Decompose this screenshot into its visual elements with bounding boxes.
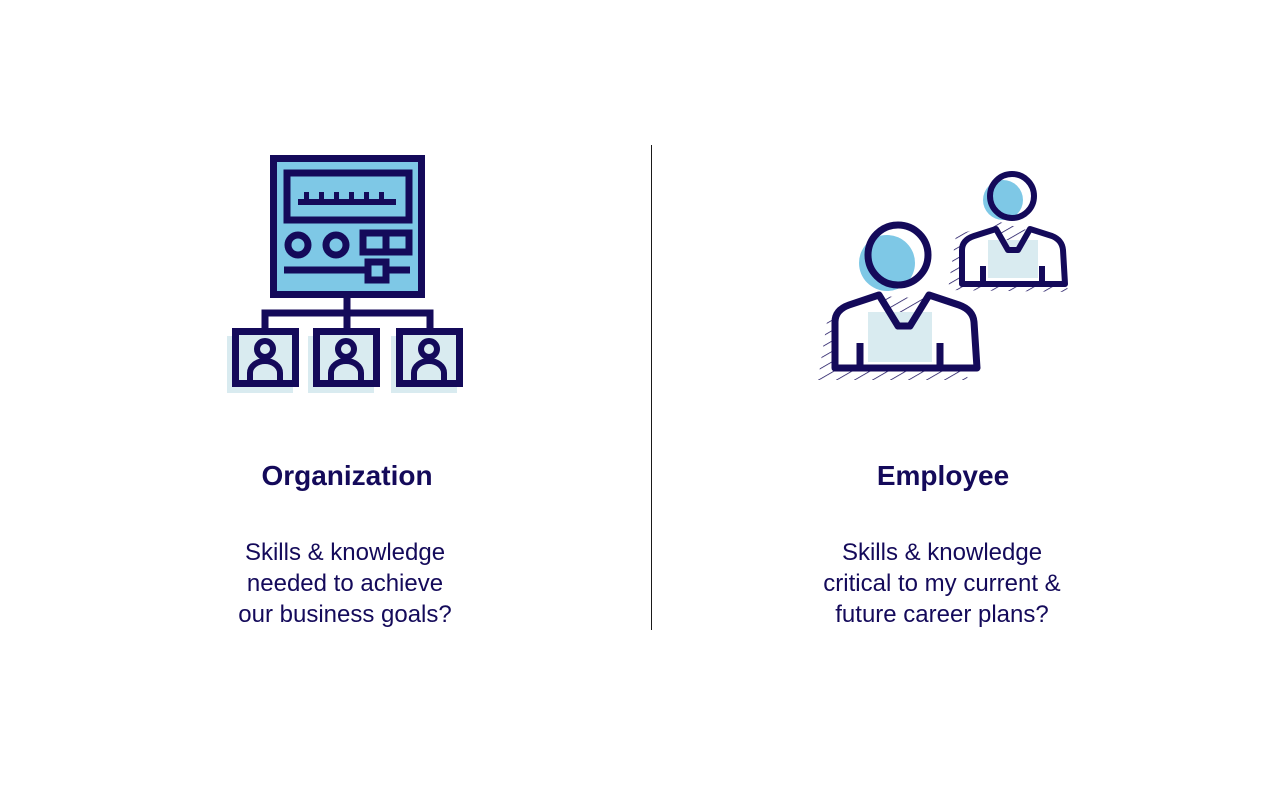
description-line: future career plans?	[835, 601, 1049, 628]
description-line: our business goals?	[238, 601, 452, 628]
description-line: Skills & knowledge	[841, 539, 1043, 566]
description-line: needed to achieve	[246, 570, 444, 597]
organization-title: Organization	[261, 460, 433, 491]
organization-description: Skills & knowledge needed to achieve our…	[145, 537, 545, 630]
column-divider	[651, 145, 652, 630]
description-line: Skills & knowledge	[244, 539, 446, 566]
org-chart-dashboard-icon	[227, 155, 480, 400]
employee-description: Skills & knowledge critical to my curren…	[742, 537, 1142, 630]
employees-icon	[818, 171, 1068, 380]
description-line: critical to my current &	[823, 570, 1061, 597]
employee-title: Employee	[876, 460, 1010, 491]
